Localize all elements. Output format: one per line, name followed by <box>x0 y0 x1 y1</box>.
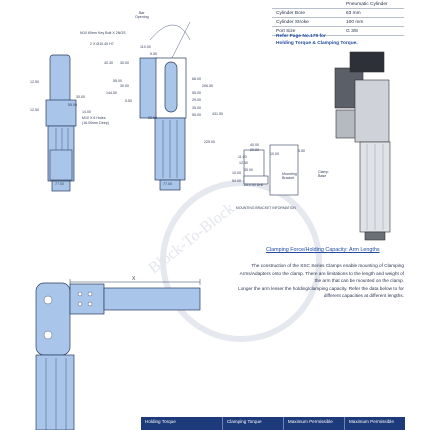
dim-label: 11.00 <box>238 155 247 159</box>
dim-label: 10.00 <box>232 171 241 175</box>
dim-label: 30.00 <box>120 61 129 65</box>
dim-label: 77.00 <box>55 182 64 186</box>
arm-length-label: X <box>132 276 136 282</box>
dim-label: 55.00 <box>192 91 201 95</box>
section-paragraph: Longer the arm lesser the holding/clampi… <box>238 285 404 299</box>
dim-label: 14.00 <box>82 110 91 114</box>
dim-label: 12.50 <box>30 80 39 84</box>
reference-note: Refer Page No.179 for Holding Torque & C… <box>276 34 358 46</box>
table-header: Maximum Permissible <box>282 417 344 430</box>
dim-label: 77.00 <box>163 182 172 186</box>
bolt-note: M10 60em Key Bolt X 2NOS <box>80 31 126 35</box>
dim-label: 206.50 <box>202 84 213 88</box>
dim-label: 431.50 <box>212 112 223 116</box>
table-header: Maximum Permissible <box>343 417 405 430</box>
dim-label: 12.50 <box>239 161 248 165</box>
dim-label: 5.50 <box>150 52 157 56</box>
dim-label: 55.00 <box>68 103 77 107</box>
dim-label: 22.50 <box>148 116 157 120</box>
dim-label: 30.00 <box>76 95 85 99</box>
dim-label: 144.50 <box>106 91 117 95</box>
dim-label: 40.30 <box>104 61 113 65</box>
section-paragraph: The construction of the SSC Series Clamp… <box>239 263 404 284</box>
bar-opening-label: Bar Opening <box>135 11 149 19</box>
dim-label: 20.00 <box>250 148 259 152</box>
dim-label: 55.00 <box>192 113 201 117</box>
dim-label: 30.00 <box>120 84 129 88</box>
arm-drawing <box>35 282 201 430</box>
mounting-bracket-label: Mounting Bracket <box>282 172 297 180</box>
mounting-bracket <box>243 144 299 196</box>
dim-label: 110.00 <box>140 45 151 49</box>
dim-label: 55.00 <box>113 79 122 83</box>
dim-label: 40.00 <box>250 143 259 147</box>
dim-label: 35.00 <box>244 168 253 172</box>
spec-row: Pneumatic Cylinder <box>272 0 404 9</box>
hole-note: M10 X 6 Holes <box>82 116 106 120</box>
dim-label: 5.50 <box>125 99 132 103</box>
table-header: Clamping Torque <box>221 417 283 430</box>
dim-label: 29.00 <box>192 98 201 102</box>
clamp-base-label: Clamp Base <box>318 170 329 178</box>
section-text: The construction of the SSC Series Clamp… <box>238 262 404 300</box>
capacity-table-header: Holding Torque Clamping Torque Maximum P… <box>141 417 405 430</box>
dim-label: 12.50 <box>30 108 39 112</box>
dim-label: 5.50 <box>298 149 305 153</box>
dim-label: 225.00 <box>204 140 215 144</box>
dim-label: 35.00 <box>192 106 201 110</box>
dim-label: 10.00 <box>270 152 279 156</box>
mounting-caption: MOUNTING BRACKET INFORMATION <box>236 206 296 210</box>
drill-label: Ø10.50 Drill <box>244 183 263 187</box>
dim-label: 68.00 <box>192 77 201 81</box>
hole-note: (16.00mm Deep) <box>82 121 109 125</box>
table-header: Holding Torque <box>145 419 176 424</box>
section-title: Clamping Force/Holding Capacity: Arm Len… <box>266 247 380 253</box>
dim-label: 54.00 <box>232 179 241 183</box>
hole-note: 2 X Ø10.40 H7 <box>90 42 114 46</box>
watermark-ring <box>160 180 322 342</box>
clamp-3d-render <box>334 51 391 241</box>
